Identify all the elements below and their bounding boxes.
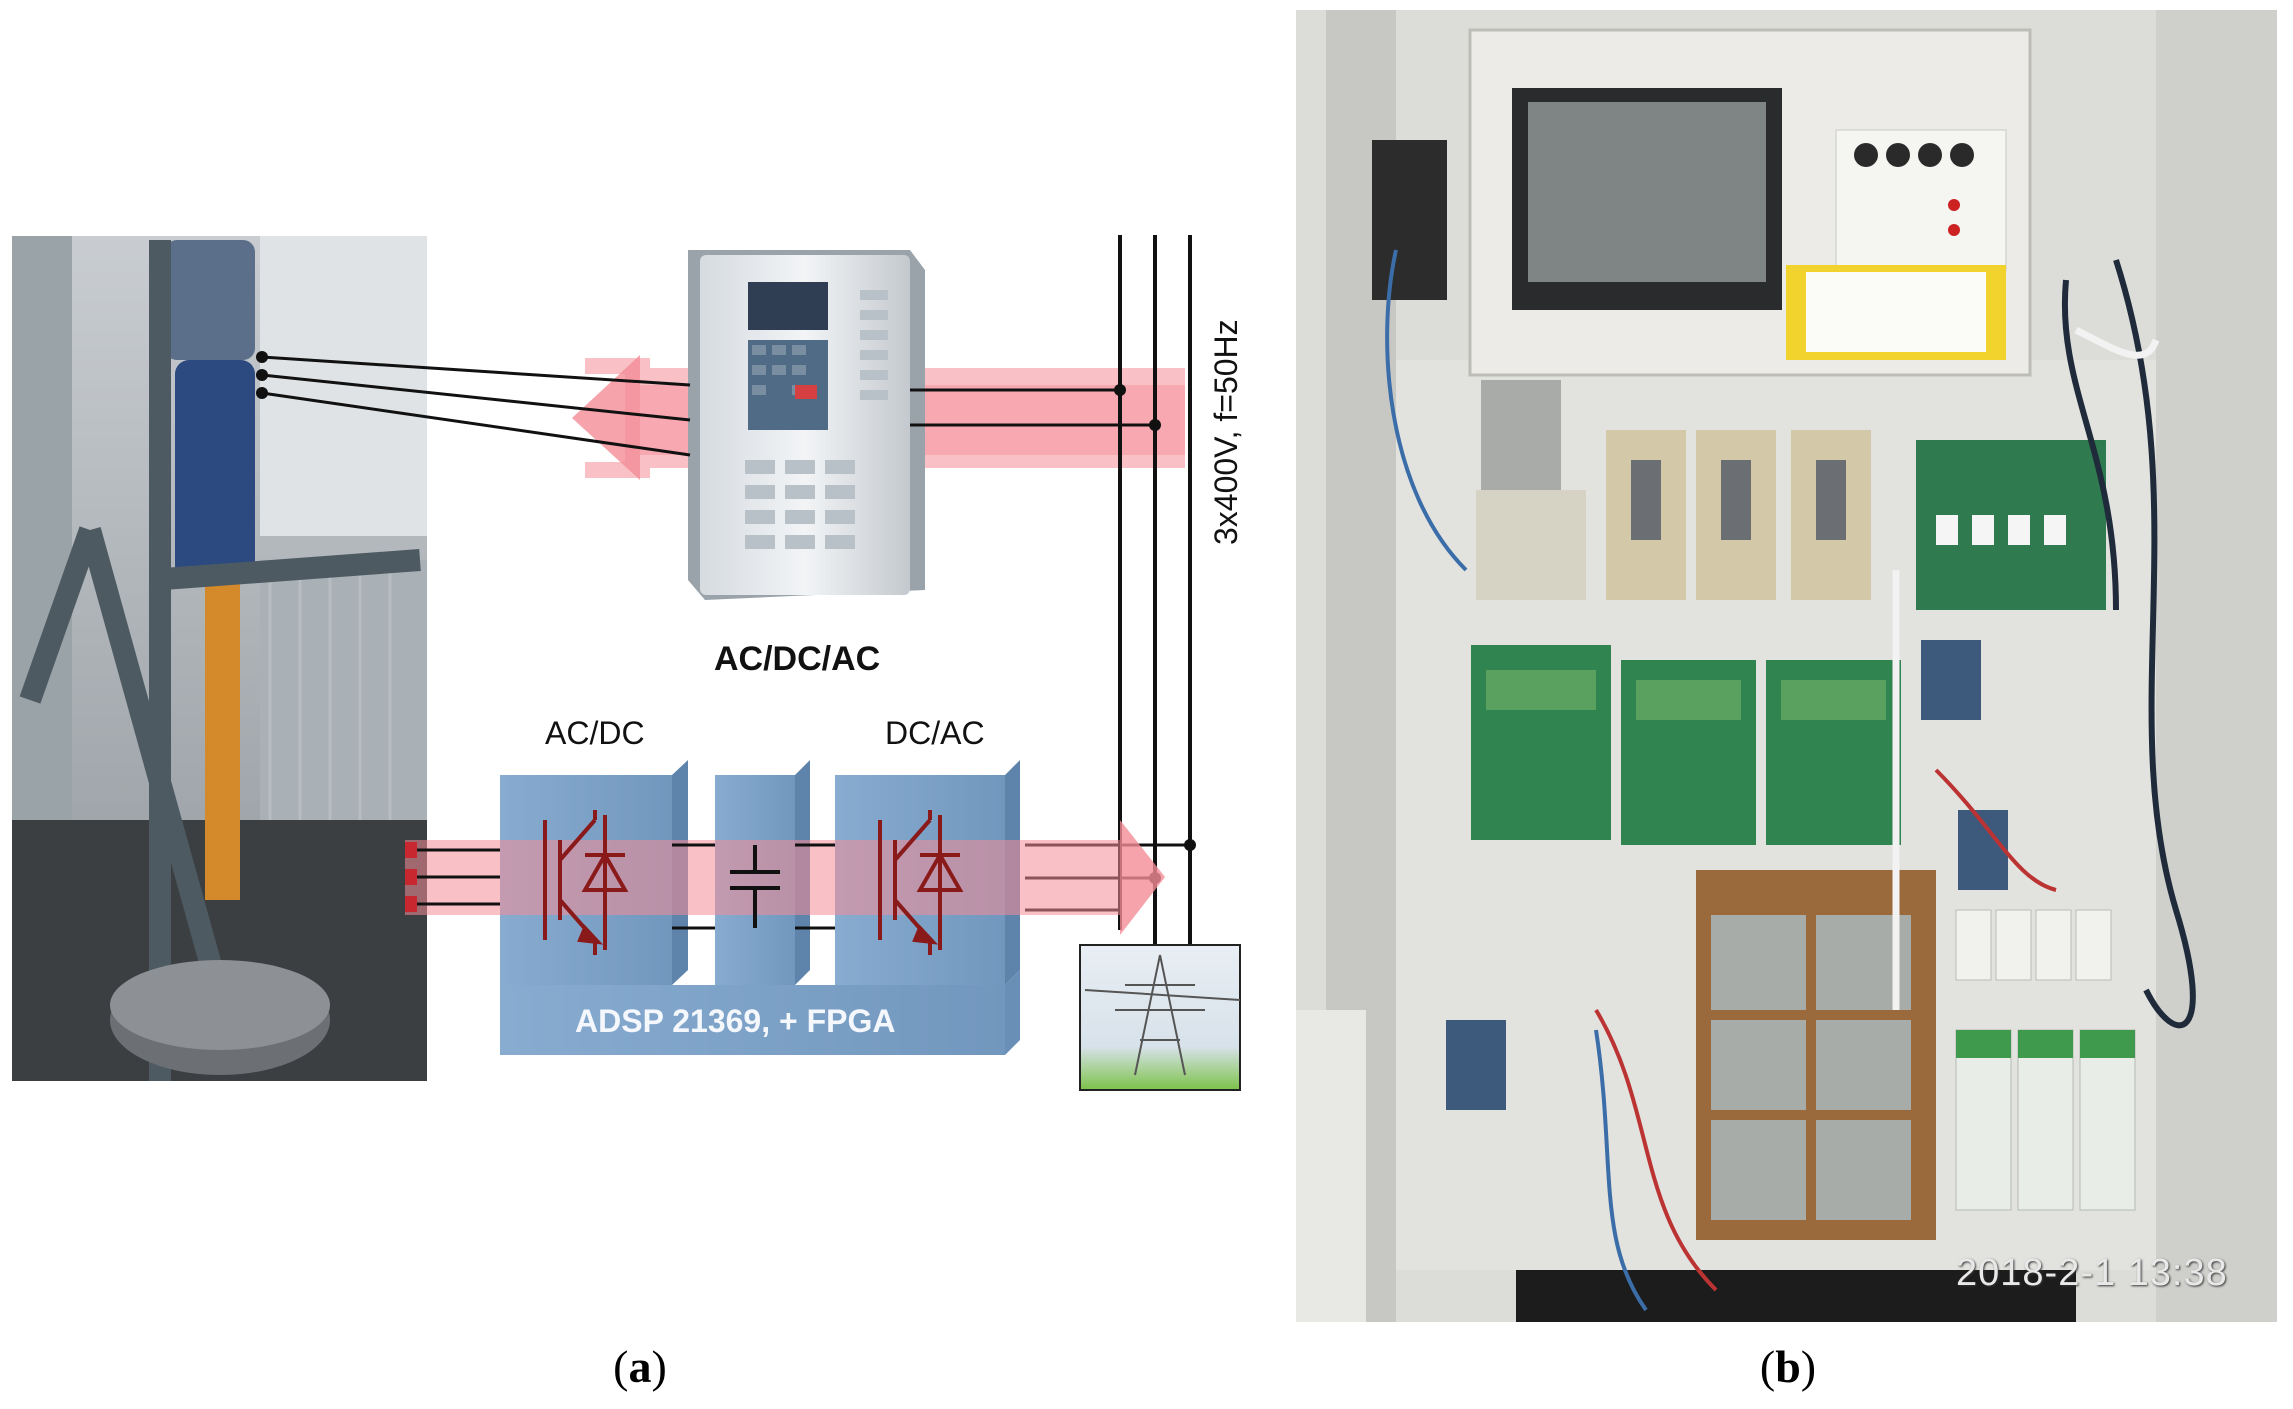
inverter-drive-image — [688, 250, 925, 600]
dc-link-capacitor-symbol — [730, 845, 780, 928]
igbt-symbol-rectifier — [543, 810, 629, 955]
panel-a-diagram: AC/DC/AC AC/DC DC/AC ADSP 21369, + FPGA … — [12, 235, 1244, 1091]
caption-b-letter: b — [1775, 1341, 1801, 1392]
rectifier-label: AC/DC — [545, 715, 645, 751]
caption-a: (a) — [613, 1341, 667, 1392]
igbt-symbol-inverter — [878, 810, 964, 955]
grid-voltage-label: 3x400V, f=50Hz — [1208, 319, 1244, 545]
generator-cables-top — [261, 355, 1155, 457]
power-flow-arrow-bottom — [405, 820, 1165, 935]
inverter-stage-label: DC/AC — [885, 715, 985, 751]
system-diagram — [12, 235, 1241, 1091]
grid-pylon-image — [1079, 944, 1241, 1091]
caption-a-letter: a — [628, 1341, 652, 1392]
panel-b-cabinet-photo: 2018-2-1 13:38 — [1296, 10, 2277, 1322]
caption-b: (b) — [1759, 1341, 1817, 1392]
inverter-label: AC/DC/AC — [714, 640, 881, 678]
generator-cables-bottom — [405, 843, 835, 930]
controller-label: ADSP 21369, + FPGA — [575, 1003, 896, 1039]
turbine-photo — [12, 236, 427, 1081]
photo-timestamp: 2018-2-1 13:38 — [1956, 1252, 2228, 1294]
grid-bus-lines — [1118, 235, 1192, 945]
cabinet-illustration — [1296, 10, 2277, 1322]
